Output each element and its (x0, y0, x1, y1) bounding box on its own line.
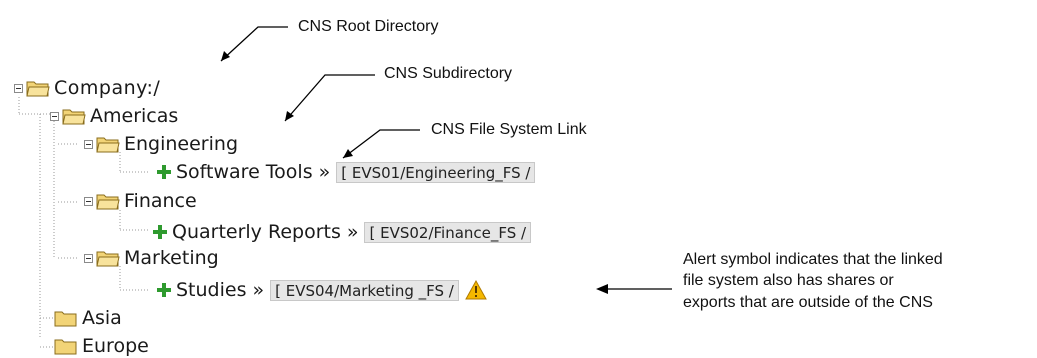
callout-subdirectory: CNS Subdirectory (384, 65, 513, 82)
tree-label-engineering: Engineering (124, 133, 238, 155)
linked-path-finance[interactable]: [ EVS02/Finance_FS / (364, 221, 532, 243)
callout-root-directory: CNS Root Directory (298, 18, 439, 35)
callout-file-system-link: CNS File System Link (431, 121, 587, 138)
folder-open-icon (96, 194, 120, 210)
linked-path-engineering[interactable]: [ EVS01/Engineering_FS / (336, 161, 536, 183)
folder-closed-icon (54, 339, 77, 355)
tree-label-company: Company:/ (54, 77, 161, 99)
folder-open-icon (96, 251, 120, 267)
tree-node-europe[interactable]: Europe (54, 334, 149, 358)
link-separator: » (252, 279, 265, 301)
tree-label-software-tools: Software Tools (176, 161, 313, 183)
collapse-toggle-finance[interactable] (84, 197, 93, 206)
tree-label-marketing: Marketing (124, 247, 219, 269)
folder-closed-icon (54, 311, 77, 327)
tree-label-finance: Finance (124, 190, 197, 212)
folder-open-icon (96, 137, 120, 153)
folder-open-icon (62, 109, 86, 125)
link-separator: » (346, 221, 359, 243)
tree-label-quarterly-reports: Quarterly Reports (172, 221, 341, 243)
linked-path-marketing[interactable]: [ EVS04/Marketing _FS / (270, 279, 459, 301)
tree-link-software-tools[interactable]: Software Tools » [ EVS01/Engineering_FS … (156, 160, 536, 184)
tree-node-asia[interactable]: Asia (54, 306, 122, 330)
collapse-toggle-engineering[interactable] (84, 140, 93, 149)
tree-link-studies[interactable]: Studies » [ EVS04/Marketing _FS / (156, 278, 487, 302)
tree-label-studies: Studies (176, 279, 247, 301)
tree-link-quarterly-reports[interactable]: Quarterly Reports » [ EVS02/Finance_FS / (152, 220, 532, 244)
tree-node-marketing[interactable]: Marketing (96, 246, 219, 270)
tree-node-finance[interactable]: Finance (96, 189, 197, 213)
green-arrow-link-icon (153, 225, 167, 239)
green-arrow-link-icon (157, 165, 171, 179)
alert-warning-icon[interactable] (465, 280, 487, 300)
tree-node-americas[interactable]: Americas (62, 104, 178, 128)
folder-open-icon (26, 81, 50, 97)
collapse-toggle-marketing[interactable] (84, 254, 93, 263)
tree-label-asia: Asia (82, 307, 122, 329)
tree-node-engineering[interactable]: Engineering (96, 132, 238, 156)
callout-alert-line-2: file system also has shares or (683, 272, 894, 289)
tree-label-americas: Americas (90, 105, 179, 127)
collapse-toggle-company[interactable] (14, 84, 23, 93)
green-arrow-link-icon (157, 283, 171, 297)
collapse-toggle-americas[interactable] (50, 112, 59, 121)
tree-label-europe: Europe (82, 335, 149, 357)
link-separator: » (318, 161, 331, 183)
callout-alert-line-1: Alert symbol indicates that the linked (683, 251, 943, 268)
tree-node-company[interactable]: Company:/ (26, 76, 160, 100)
callout-alert-line-3: exports that are outside of the CNS (683, 294, 933, 311)
